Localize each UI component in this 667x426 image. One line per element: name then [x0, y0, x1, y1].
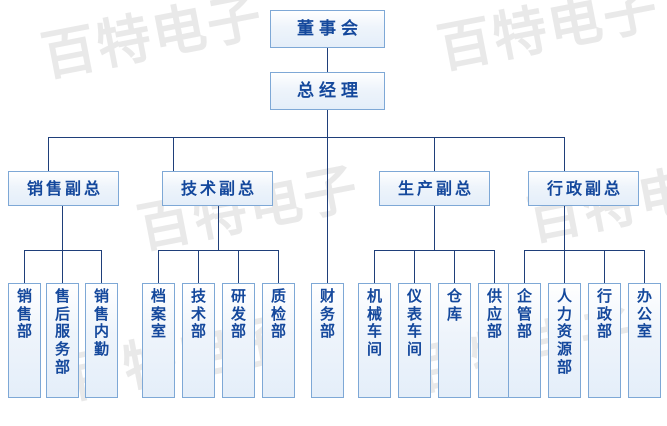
- node-label: 人力资源部: [556, 287, 572, 376]
- node-dept-sales[interactable]: 销售部: [8, 283, 41, 398]
- node-dept-sales-support[interactable]: 销售内勤: [85, 283, 118, 398]
- node-vp-administration[interactable]: 行政副总: [528, 171, 639, 206]
- node-dept-finance[interactable]: 财务部: [311, 283, 344, 398]
- connector-gm-trunk: [327, 110, 328, 137]
- connector-bus-to-vp-administration: [564, 137, 565, 171]
- node-dept-technology[interactable]: 技术部: [182, 283, 215, 398]
- node-dept-machinery-workshop[interactable]: 机械车间: [358, 283, 391, 398]
- connector-level2-bus: [48, 137, 564, 138]
- connector-bus-to-vp-production: [434, 137, 435, 171]
- node-label: 供应部: [486, 287, 502, 341]
- connector-vp-sales-stem: [62, 206, 63, 250]
- node-dept-quality-inspection[interactable]: 质检部: [262, 283, 295, 398]
- node-label: 仪表车间: [406, 287, 422, 359]
- node-board[interactable]: 董事会: [270, 10, 385, 48]
- node-dept-instrument-workshop[interactable]: 仪表车间: [398, 283, 431, 398]
- connector-bus-to-vp-technology: [173, 137, 174, 171]
- connector-to-dept-rnd: [238, 250, 239, 283]
- watermark-text: 百特电子: [432, 0, 665, 81]
- node-label: 技术部: [190, 287, 206, 341]
- connector-to-dept-machinery-workshop: [374, 250, 375, 283]
- watermark-text: 百特电子: [36, 0, 269, 89]
- node-vp-sales[interactable]: 销售副总: [8, 171, 119, 206]
- node-dept-administration[interactable]: 行政部: [588, 283, 621, 398]
- node-dept-supply[interactable]: 供应部: [478, 283, 511, 398]
- node-dept-archives[interactable]: 档案室: [142, 283, 175, 398]
- node-dept-warehouse[interactable]: 仓库: [438, 283, 471, 398]
- connector-to-dept-archives: [158, 250, 159, 283]
- connector-to-dept-after-sales-service: [62, 250, 63, 283]
- connector-vp-sales-bus: [24, 250, 101, 251]
- node-general-manager[interactable]: 总经理: [270, 72, 385, 110]
- node-label: 销售内勤: [93, 287, 109, 359]
- node-label: 仓库: [446, 287, 462, 323]
- node-vp-technology[interactable]: 技术副总: [162, 171, 273, 206]
- connector-to-dept-enterprise-management: [524, 250, 525, 283]
- node-label: 售后服务部: [54, 287, 70, 376]
- connector-to-dept-administration: [604, 250, 605, 283]
- connector-to-dept-instrument-workshop: [414, 250, 415, 283]
- node-label: 财务部: [319, 287, 335, 341]
- node-dept-office[interactable]: 办公室: [628, 283, 661, 398]
- connector-vp-technology-stem: [218, 206, 219, 250]
- node-label: 企管部: [516, 287, 532, 341]
- connector-vp-production-stem: [434, 206, 435, 250]
- connector-to-dept-sales: [24, 250, 25, 283]
- connector-to-dept-supply: [494, 250, 495, 283]
- node-label: 质检部: [270, 287, 286, 341]
- connector-vp-administration-stem: [564, 206, 565, 250]
- connector-to-dept-sales-support: [101, 250, 102, 283]
- node-label: 研发部: [230, 287, 246, 341]
- node-dept-rnd[interactable]: 研发部: [222, 283, 255, 398]
- connector-bus-to-vp-sales: [48, 137, 49, 171]
- connector-gm-to-finance: [327, 137, 328, 283]
- connector-to-dept-office: [644, 250, 645, 283]
- node-label: 机械车间: [366, 287, 382, 359]
- node-label: 办公室: [636, 287, 652, 341]
- connector-to-dept-warehouse: [454, 250, 455, 283]
- node-label: 行政部: [596, 287, 612, 341]
- node-dept-after-sales-service[interactable]: 售后服务部: [46, 283, 79, 398]
- connector-to-dept-technology: [198, 250, 199, 283]
- node-dept-human-resources[interactable]: 人力资源部: [548, 283, 581, 398]
- connector-vp-technology-bus: [158, 250, 278, 251]
- node-label: 档案室: [150, 287, 166, 341]
- connector-to-dept-human-resources: [564, 250, 565, 283]
- node-label: 销售部: [16, 287, 32, 341]
- node-dept-enterprise-management[interactable]: 企管部: [508, 283, 541, 398]
- connector-vp-administration-bus: [524, 250, 644, 251]
- connector-to-dept-quality-inspection: [278, 250, 279, 283]
- connector-vp-production-bus: [374, 250, 494, 251]
- node-vp-production[interactable]: 生产副总: [379, 171, 490, 206]
- connector-board-to-gm: [327, 48, 328, 73]
